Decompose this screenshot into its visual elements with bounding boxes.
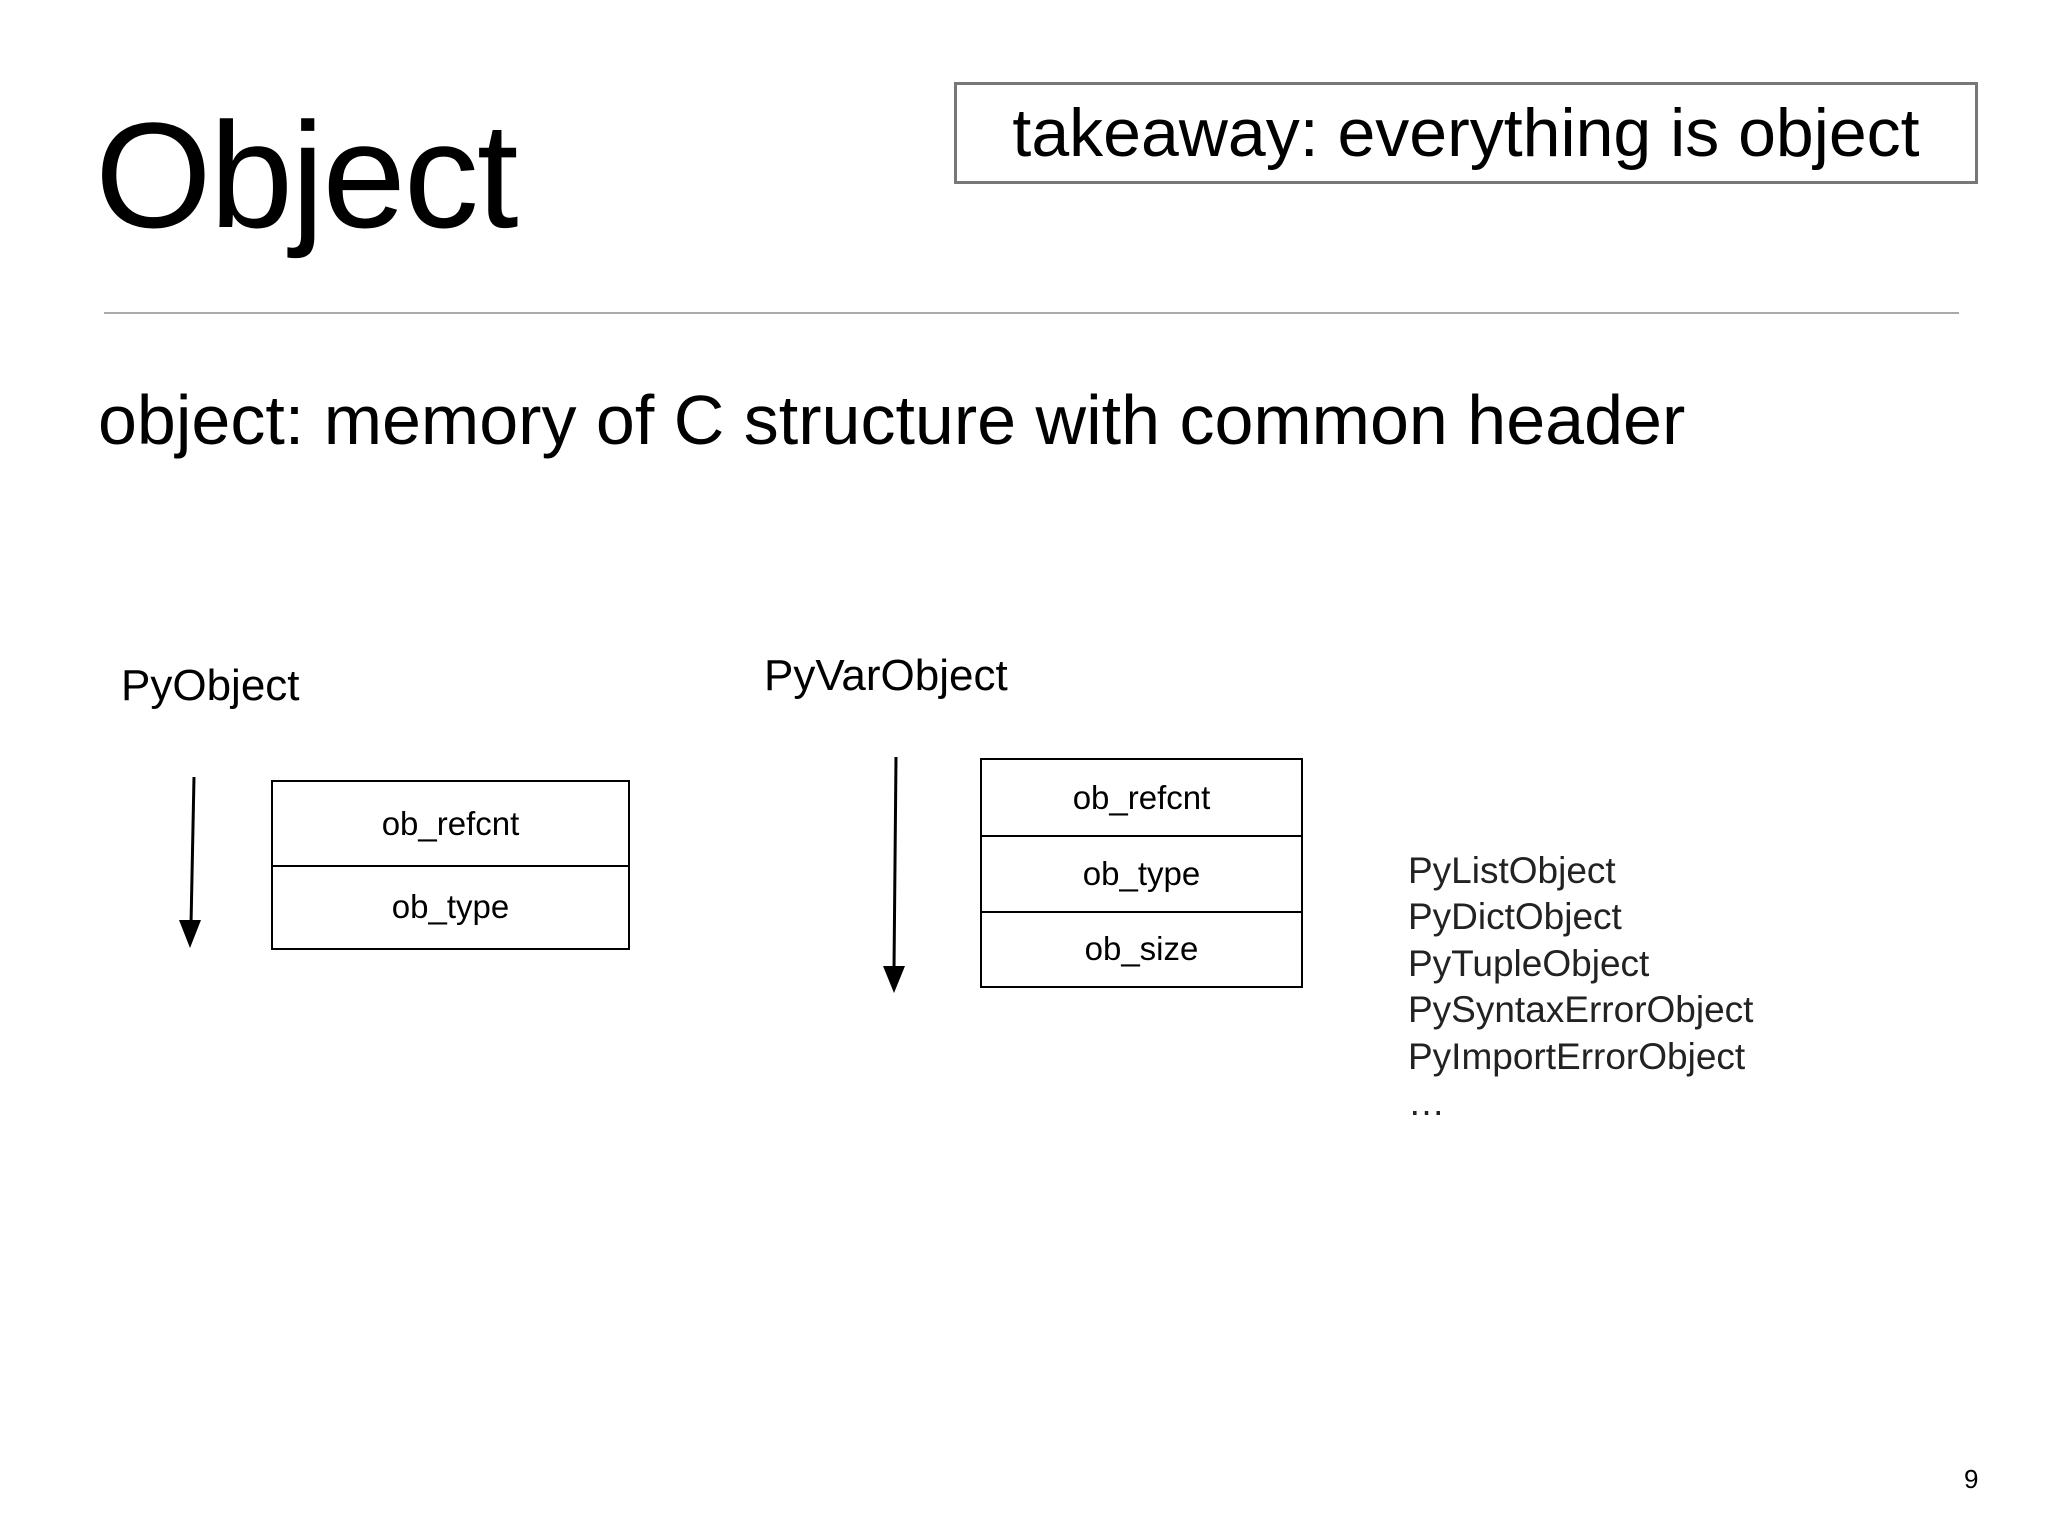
list-item: PyListObject: [1408, 850, 1616, 891]
takeaway-text: takeaway: everything is object: [1012, 95, 1920, 171]
pyobject-direction-arrow: [179, 776, 201, 948]
title-divider: [104, 312, 1959, 314]
pyvarobject-struct: ob_refcnt ob_type ob_size: [980, 758, 1303, 988]
list-item: PyImportErrorObject: [1408, 1035, 1746, 1077]
object-types-list: PyListObject PyDictObject PyTupleObject …: [1408, 848, 1753, 1126]
pyobject-struct: ob_refcnt ob_type: [271, 780, 630, 950]
pyvarobject-direction-arrow: [883, 756, 905, 993]
pyvarobject-field-ob-size: ob_size: [982, 911, 1301, 985]
slide-subtitle: object: memory of C structure with commo…: [98, 381, 1686, 459]
page-number: 9: [1964, 1464, 1979, 1494]
list-item: PyDictObject: [1408, 896, 1622, 938]
pyobject-label: PyObject: [121, 661, 300, 710]
pyvarobject-label: PyVarObject: [764, 651, 1008, 700]
pyobject-field-ob-type: ob_type: [273, 865, 628, 947]
pyobject-field-ob-refcnt: ob_refcnt: [381, 804, 520, 842]
pyvarobject-field-ob-refcnt: ob_refcnt: [1072, 778, 1211, 816]
list-item: PySyntaxErrorObject: [1408, 989, 1754, 1031]
list-item: PyTupleObject: [1408, 942, 1650, 984]
pyvarobject-field-ob-type: ob_type: [982, 835, 1301, 911]
slide-title: Object: [95, 91, 519, 259]
list-item: …: [1408, 1082, 1445, 1124]
takeaway-box: takeaway: everything is object: [954, 82, 1978, 184]
